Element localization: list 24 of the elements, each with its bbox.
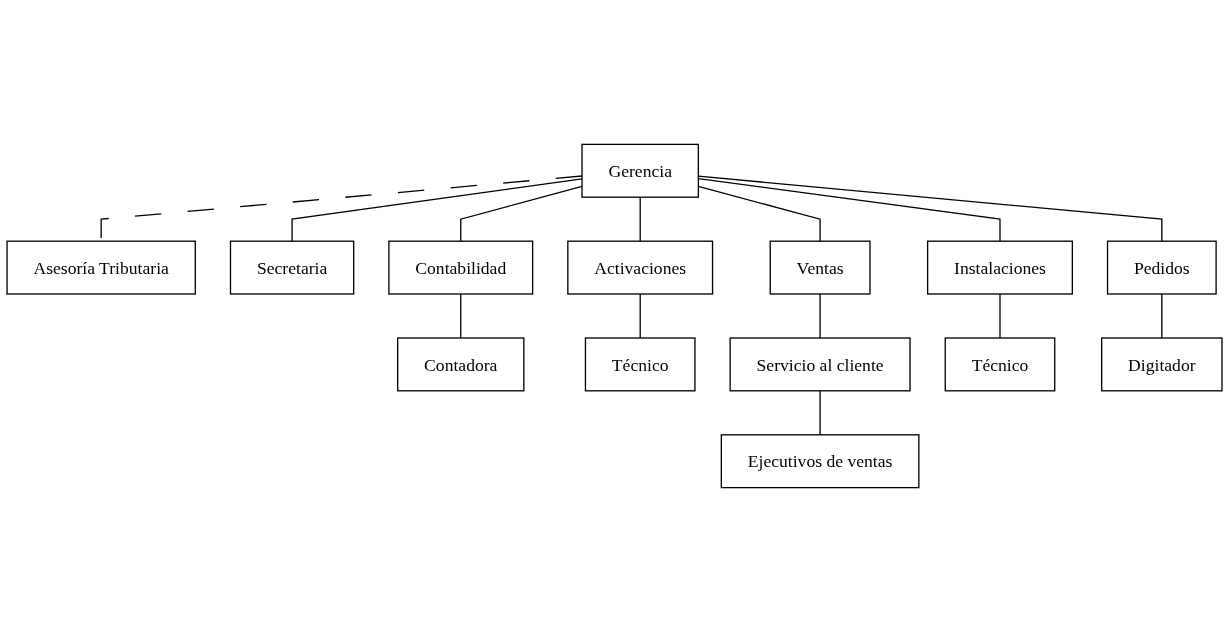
- node-box: Instalaciones: [927, 240, 1073, 295]
- connector: [100, 175, 583, 242]
- node-box: Gerencia: [581, 143, 699, 198]
- node-box: Digitador: [1101, 337, 1223, 392]
- connector: [819, 293, 821, 339]
- connector: [819, 390, 821, 436]
- connector: [460, 293, 462, 339]
- node-box: Asesoría Tributaria: [6, 240, 196, 295]
- node-box: Ejecutivos de ventas: [720, 434, 920, 489]
- connector: [639, 196, 641, 242]
- connector: [639, 293, 641, 339]
- node-box: Pedidos: [1106, 240, 1217, 295]
- node-box: Ventas: [769, 240, 871, 295]
- node-box: Activaciones: [567, 240, 714, 295]
- node-box: Técnico: [584, 337, 696, 392]
- connector: [1161, 293, 1163, 339]
- node-box: Servicio al cliente: [729, 337, 911, 392]
- connector: [460, 185, 583, 242]
- connector: [291, 178, 583, 242]
- node-box: Técnico: [944, 337, 1056, 392]
- node-box: Contadora: [397, 337, 525, 392]
- connector: [999, 293, 1001, 339]
- node-box: Secretaria: [229, 240, 355, 295]
- node-box: Contabilidad: [388, 240, 534, 295]
